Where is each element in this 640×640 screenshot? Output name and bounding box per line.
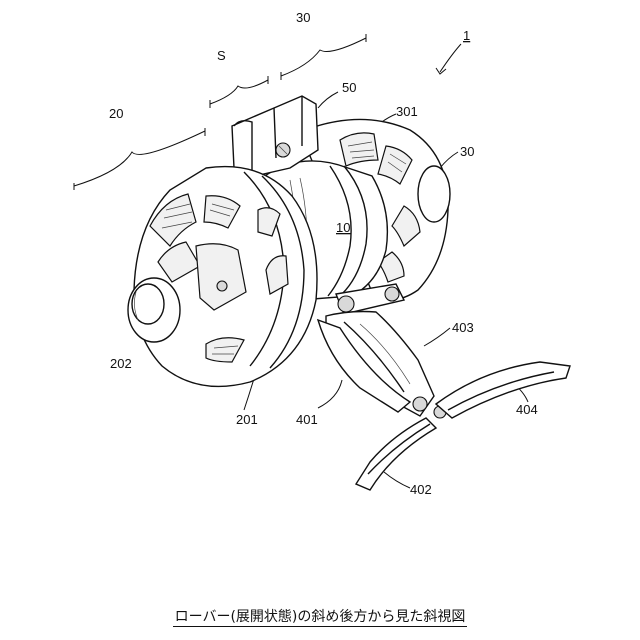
dimension-brace-20 — [73, 128, 206, 190]
label-tail-base: 401 — [296, 412, 318, 427]
label-tail-arm: 403 — [452, 320, 474, 335]
figure-caption: ローバー(展開状態)の斜め後方から見た斜視図 — [0, 606, 640, 627]
label-right-wheel-top: 30 — [296, 10, 310, 25]
label-spacer: S — [217, 48, 226, 63]
figure-caption-text: ローバー(展開状態)の斜め後方から見た斜視図 — [172, 609, 468, 627]
dimension-brace-s — [209, 76, 269, 108]
label-left-wheel: 20 — [109, 106, 123, 121]
label-right-wheel-side: 30 — [460, 144, 474, 159]
label-tail-fin: 404 — [516, 402, 538, 417]
left-wheel — [127, 165, 318, 388]
dimension-brace-30 — [280, 34, 367, 80]
label-hub-cap-left: 202 — [110, 356, 132, 371]
label-assembly: 1 — [463, 28, 470, 43]
label-bracket: 50 — [342, 80, 356, 95]
label-wheel-frame-left: 201 — [236, 412, 258, 427]
label-wheel-frame-right: 301 — [396, 104, 418, 119]
tail-assembly — [316, 283, 571, 491]
label-motor-body: 10 — [336, 220, 350, 235]
label-tail-tip: 402 — [410, 482, 432, 497]
